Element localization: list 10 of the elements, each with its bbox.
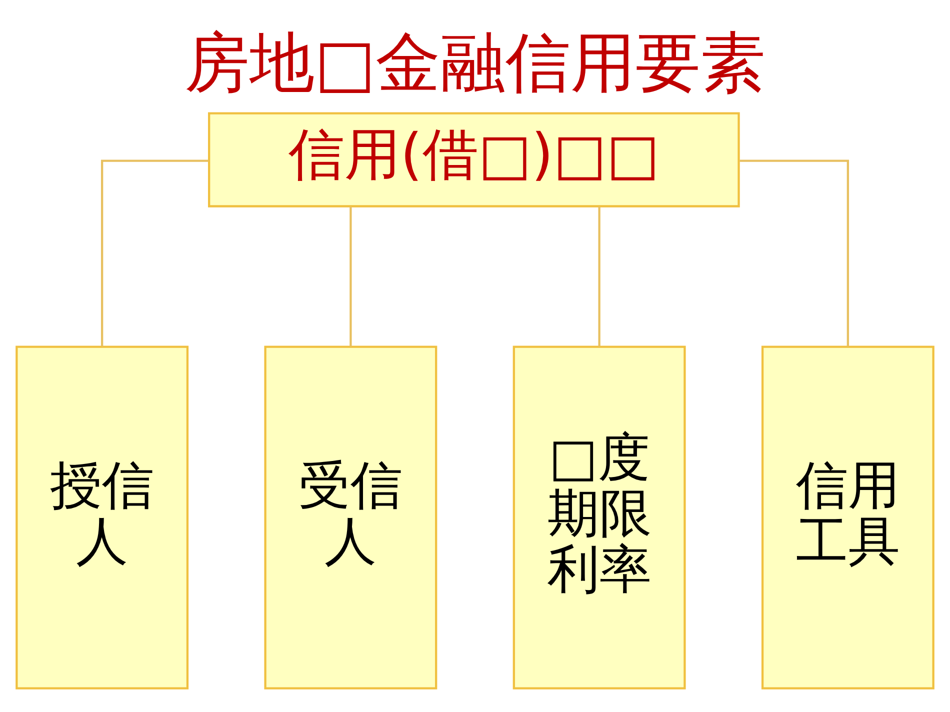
connector [350, 206, 352, 346]
node-box: 信用工具 [761, 345, 934, 689]
node-box: 授信人 [16, 345, 189, 689]
node-box: 信用(借□)□□ [208, 112, 740, 207]
node-box: □度期限利率 [512, 345, 686, 689]
connector [101, 159, 209, 346]
diagram-title: 房地□金融信用要素 [184, 26, 766, 101]
node-box: 受信人 [264, 345, 438, 689]
connector [598, 206, 600, 346]
connector [740, 159, 849, 346]
